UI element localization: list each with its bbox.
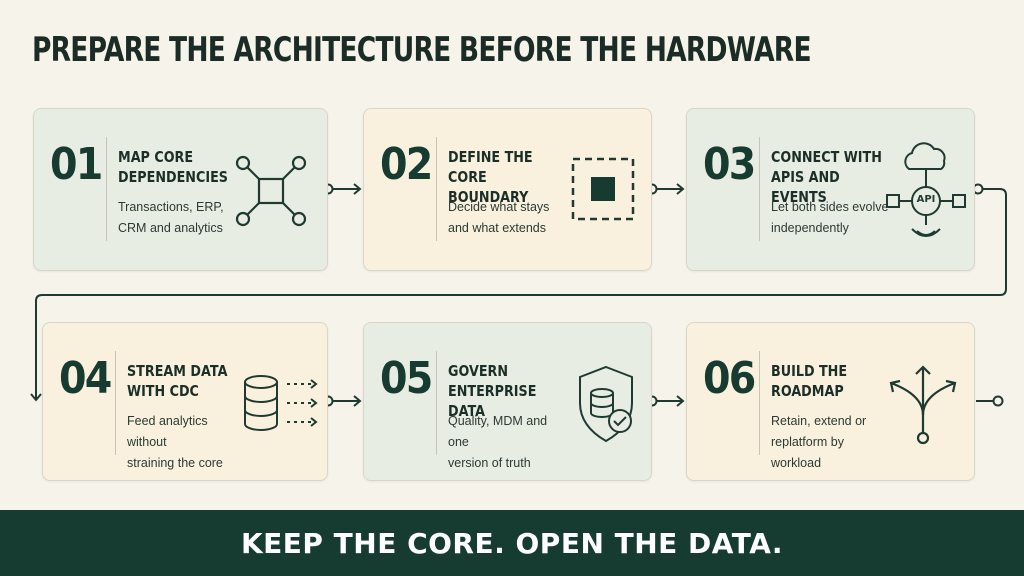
step-heading: GOVERN ENTERPRISE DATA xyxy=(448,362,537,420)
step-number: 02 xyxy=(380,139,433,190)
step-description: Quality, MDM and one version of truth xyxy=(448,414,548,470)
step-description: Let both sides evolve independently xyxy=(771,200,889,235)
page-title: PREPARE THE ARCHITECTURE BEFORE THE HARD… xyxy=(32,30,812,70)
divider xyxy=(759,137,760,241)
step-number: 01 xyxy=(50,139,103,190)
database-stream-icon xyxy=(241,373,323,440)
api-label: API xyxy=(916,194,936,205)
step-card-02: 02 DEFINE THE CORE BOUNDARY Decide what … xyxy=(363,108,652,271)
step-heading: MAP CORE DEPENDENCIES xyxy=(118,148,228,186)
divider xyxy=(115,351,116,455)
api-cloud-icon: API xyxy=(883,139,969,254)
step-card-05: 05 GOVERN ENTERPRISE DATA Quality, MDM a… xyxy=(363,322,652,481)
step-heading: DEFINE THE CORE BOUNDARY xyxy=(448,148,533,206)
divider xyxy=(436,137,437,241)
step-number: 06 xyxy=(703,353,756,404)
step-card-04: 04 STREAM DATA WITH CDC Feed analytics w… xyxy=(42,322,328,481)
step-description: Decide what stays and what extends xyxy=(448,200,550,235)
step-card-03: 03 CONNECT WITH APIS AND EVENTS Let both… xyxy=(686,108,975,271)
footer-tagline: KEEP THE CORE. OPEN THE DATA. xyxy=(240,526,784,560)
step-number: 03 xyxy=(703,139,756,190)
step-heading: CONNECT WITH APIS AND EVENTS xyxy=(771,148,882,206)
divider xyxy=(106,137,107,241)
step-number: 05 xyxy=(380,353,433,404)
dashed-boundary-icon xyxy=(569,155,637,228)
step-number: 04 xyxy=(59,353,112,404)
footer-banner: KEEP THE CORE. OPEN THE DATA. xyxy=(0,510,1024,576)
step-heading: BUILD THE ROADMAP xyxy=(771,362,848,400)
step-card-06: 06 BUILD THE ROADMAP Retain, extend or r… xyxy=(686,322,975,481)
step-card-01: 01 MAP CORE DEPENDENCIES Transactions, E… xyxy=(33,108,328,271)
network-nodes-icon xyxy=(231,151,311,236)
shield-database-icon xyxy=(574,363,642,452)
step-description: Feed analytics without straining the cor… xyxy=(127,414,223,470)
step-description: Retain, extend or replatform by workload xyxy=(771,414,867,470)
step-description: Transactions, ERP, CRM and analytics xyxy=(118,200,224,235)
branching-arrows-icon xyxy=(883,359,963,454)
divider xyxy=(759,351,760,455)
divider xyxy=(436,351,437,455)
step-heading: STREAM DATA WITH CDC xyxy=(127,362,228,400)
